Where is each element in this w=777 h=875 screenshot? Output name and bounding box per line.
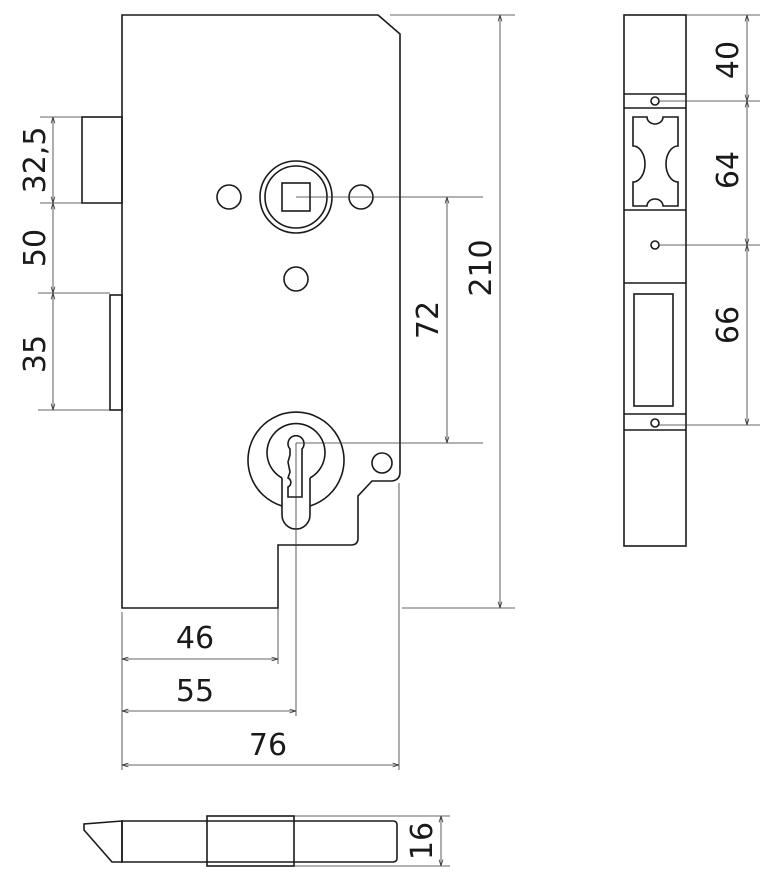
latch-tip <box>83 820 123 863</box>
dim-backset: 55 <box>176 674 214 709</box>
dim-latch-height: 32,5 <box>18 127 53 194</box>
screw-hole-lower <box>371 452 393 474</box>
faceplate-screw-middle <box>650 240 660 250</box>
faceplate-outline <box>623 14 687 547</box>
front-view: 32,5 50 35 210 72 46 55 76 <box>18 14 515 770</box>
dim-bolt-height: 35 <box>18 335 53 373</box>
faceplate-screw-top <box>650 96 660 106</box>
screw-hole-left <box>216 184 242 210</box>
bolt-cutout <box>633 293 674 407</box>
lock-body-outline <box>121 14 401 609</box>
screw-hole-middle <box>283 266 309 292</box>
dim-centre-distance: 72 <box>411 301 446 339</box>
dim-faceplate-lower: 66 <box>711 306 746 344</box>
dim-thickness: 16 <box>405 822 440 860</box>
dim-faceplate-upper: 64 <box>711 151 746 189</box>
latch-bolt <box>81 116 123 204</box>
dead-bolt <box>109 294 123 411</box>
faceplate-view: 40 64 66 <box>623 14 760 547</box>
faceplate-screw-bottom <box>650 418 660 428</box>
bottom-view: 16 <box>83 815 450 867</box>
faceplate-profile <box>206 815 295 867</box>
dim-body-width: 76 <box>249 728 287 763</box>
dim-latch-to-bolt: 50 <box>18 229 53 267</box>
dim-backset-edge: 46 <box>176 621 214 656</box>
latch-cutout <box>632 116 679 207</box>
dim-total-height: 210 <box>464 239 499 296</box>
body-profile <box>121 820 398 863</box>
dim-faceplate-top: 40 <box>711 41 746 79</box>
